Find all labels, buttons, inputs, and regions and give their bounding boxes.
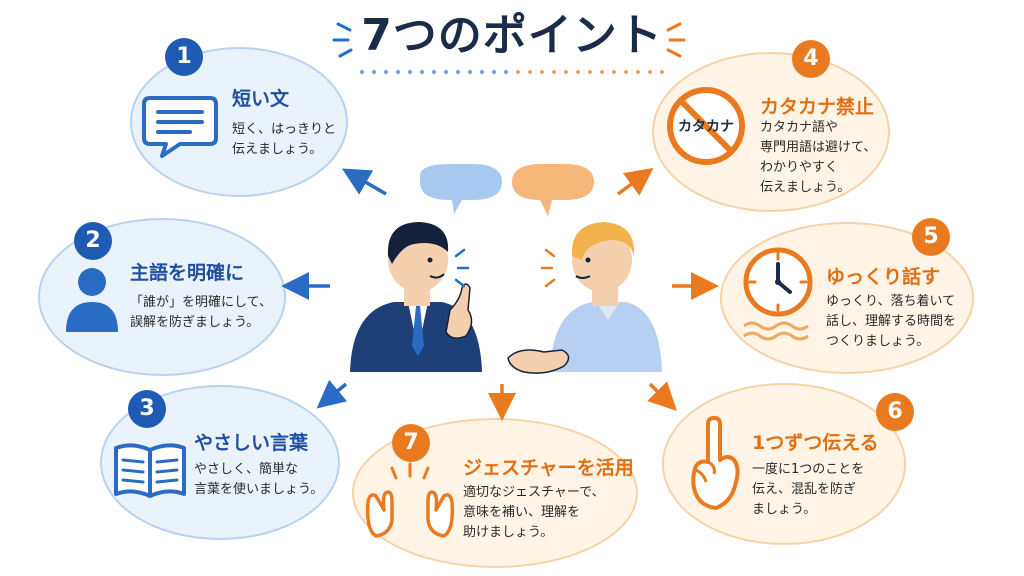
point-4-title: カタカナ禁止 bbox=[760, 96, 875, 118]
no-katakana-text: カタカナ bbox=[678, 119, 734, 135]
arrow-to-point-1 bbox=[341, 168, 387, 196]
page-title: 7つのポイント bbox=[361, 10, 663, 61]
open-hands-icon bbox=[365, 462, 455, 538]
open-book-icon bbox=[114, 443, 186, 498]
one-finger-icon bbox=[691, 416, 740, 510]
point-3-body: やさしく、簡単な 言葉を使いましょう。 bbox=[194, 462, 324, 497]
title-spark-right-1 bbox=[666, 22, 682, 32]
title-dotted-underline bbox=[360, 70, 508, 74]
point-4-number: 4 bbox=[792, 40, 830, 78]
listener-figure bbox=[507, 222, 662, 374]
businessman-figure bbox=[350, 222, 482, 372]
point-5-body: ゆっくり、落ち着いて 話し、理解する時間を つくりましょう。 bbox=[826, 294, 957, 349]
point-1-number: 1 bbox=[165, 38, 203, 76]
point-7-title: ジェスチャーを活用 bbox=[463, 457, 634, 479]
blue-speech-bubble bbox=[420, 164, 502, 214]
point-6-number: 6 bbox=[876, 393, 914, 431]
orange-speech-bubble bbox=[512, 164, 594, 216]
point-1-body: 短く、はっきりと 伝えましょう。 bbox=[232, 122, 337, 157]
person-icon bbox=[66, 268, 118, 332]
point-2-number: 2 bbox=[74, 222, 112, 260]
point-3-title: やさしい言葉 bbox=[194, 432, 309, 454]
point-2-body: 「誰が」を明確にして、 誤解を防ぎましょう。 bbox=[130, 295, 272, 330]
arrow-to-point-3 bbox=[316, 379, 348, 409]
point-5-number: 5 bbox=[912, 218, 950, 256]
point-4-body: カタカナ語や 専門用語は避けて、 わかりやすく 伝えましょう。 bbox=[760, 120, 877, 195]
point-7-body: 適切なジェスチャーで、 意味を補い、理解を 助けましょう。 bbox=[463, 485, 605, 540]
title-spark-left-3 bbox=[338, 48, 353, 58]
title-spark-right-3 bbox=[666, 48, 682, 58]
point-7-number: 7 bbox=[392, 424, 430, 462]
title-spark-left-1 bbox=[336, 22, 352, 32]
point-1-title: 短い文 bbox=[232, 88, 290, 110]
speech-bubble-icon bbox=[142, 96, 218, 158]
no-katakana-icon: カタカナ bbox=[667, 87, 745, 165]
point-2-title: 主語を明確に bbox=[130, 262, 245, 284]
point-3-number: 3 bbox=[128, 390, 166, 428]
clock-icon bbox=[743, 247, 813, 341]
arrow-to-point-6 bbox=[647, 381, 677, 411]
point-5-title: ゆっくり話す bbox=[826, 266, 941, 288]
conversation-illustration bbox=[350, 164, 662, 374]
point-6-title: 1つずつ伝える bbox=[752, 432, 879, 454]
arrow-to-point-4 bbox=[616, 167, 654, 196]
title-decoration bbox=[332, 22, 686, 74]
point-6-body: 一度に1つのことを 伝え、混乱を防ぎ ましょう。 bbox=[752, 462, 865, 517]
